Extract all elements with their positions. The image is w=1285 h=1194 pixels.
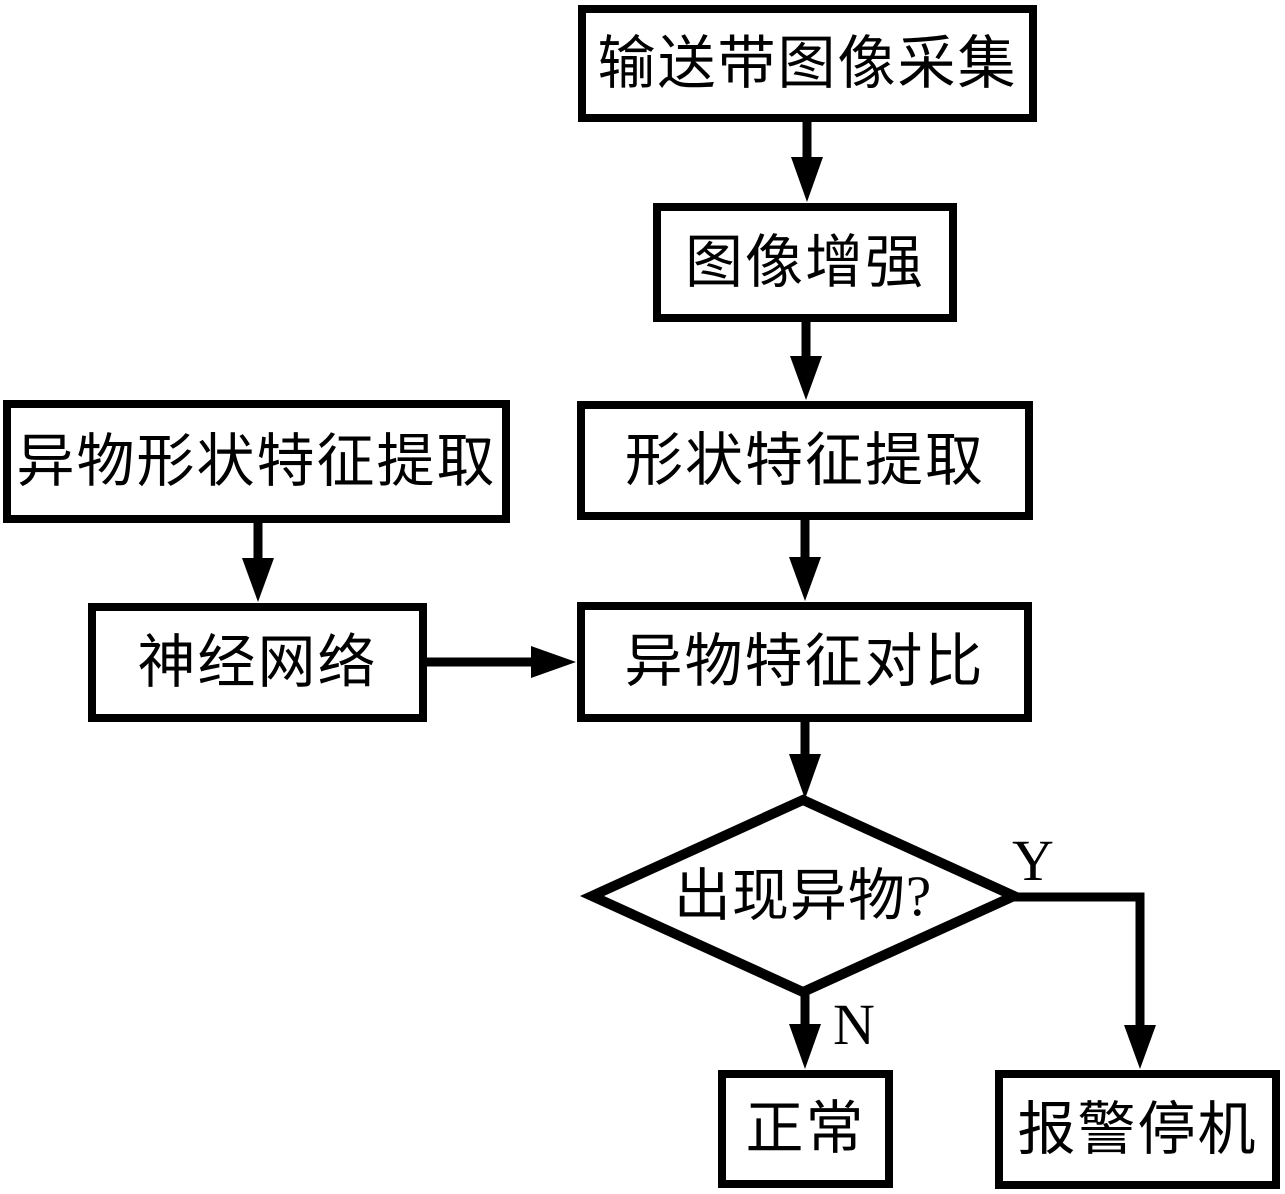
arrow-compare-to-decision	[789, 722, 821, 799]
node-image-enhance: 图像增强	[653, 203, 957, 322]
arrow-decision-to-normal	[789, 992, 821, 1069]
node-normal-label: 正常	[745, 1096, 866, 1161]
arrow-foreign-extract-to-neural	[242, 523, 274, 602]
node-normal: 正常	[718, 1070, 893, 1188]
node-decision: 出现异物?	[592, 800, 1014, 992]
node-decision-label: 出现异物?	[673, 864, 933, 928]
node-alarm-stop-label: 报警停机	[1017, 1096, 1258, 1162]
arrow-decision-to-alarm	[1014, 892, 1156, 1069]
arrow-shape-extract-to-compare	[789, 520, 821, 601]
arrow-capture-to-enhance	[791, 122, 823, 202]
arrow-enhance-to-shape-extract	[790, 322, 822, 400]
branch-label-no: N	[833, 992, 875, 1057]
node-image-enhance-label: 图像增强	[684, 229, 925, 295]
node-foreign-shape-feature-extract-label: 异物形状特征提取	[16, 428, 497, 494]
node-shape-feature-extract: 形状特征提取	[577, 401, 1033, 520]
branch-label-yes: Y	[1012, 828, 1054, 893]
node-shape-feature-extract-label: 形状特征提取	[624, 427, 985, 493]
arrow-neural-to-compare	[427, 646, 576, 678]
node-foreign-feature-compare: 异物特征对比	[577, 602, 1032, 722]
node-alarm-stop: 报警停机	[995, 1070, 1280, 1189]
node-image-capture: 输送带图像采集	[578, 5, 1037, 122]
node-image-capture-label: 输送带图像采集	[597, 30, 1018, 96]
node-foreign-feature-compare-label: 异物特征对比	[624, 629, 985, 694]
node-foreign-shape-feature-extract: 异物形状特征提取	[3, 400, 510, 523]
node-neural-network-label: 神经网络	[137, 629, 378, 695]
node-neural-network: 神经网络	[88, 603, 427, 722]
